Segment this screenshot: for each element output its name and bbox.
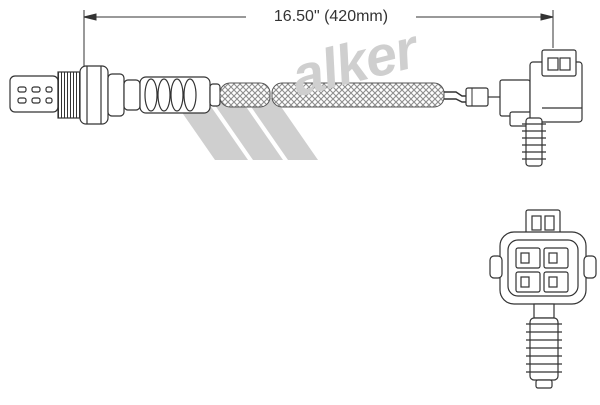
sensor-probe <box>9 75 59 113</box>
connector-side-view <box>499 49 583 167</box>
connector-latch <box>465 87 489 107</box>
sensor-hex-body <box>79 65 141 125</box>
connector-front-view <box>489 209 597 305</box>
braided-wire-segment-1 <box>219 82 271 108</box>
length-dimension-label: 16.50" (420mm) <box>246 5 416 29</box>
connector-strain-relief <box>526 303 562 389</box>
sensor-thread <box>57 71 81 119</box>
sensor-boot <box>139 76 221 114</box>
braided-wire-segment-2 <box>271 82 445 108</box>
pigtail-wires <box>444 91 466 103</box>
